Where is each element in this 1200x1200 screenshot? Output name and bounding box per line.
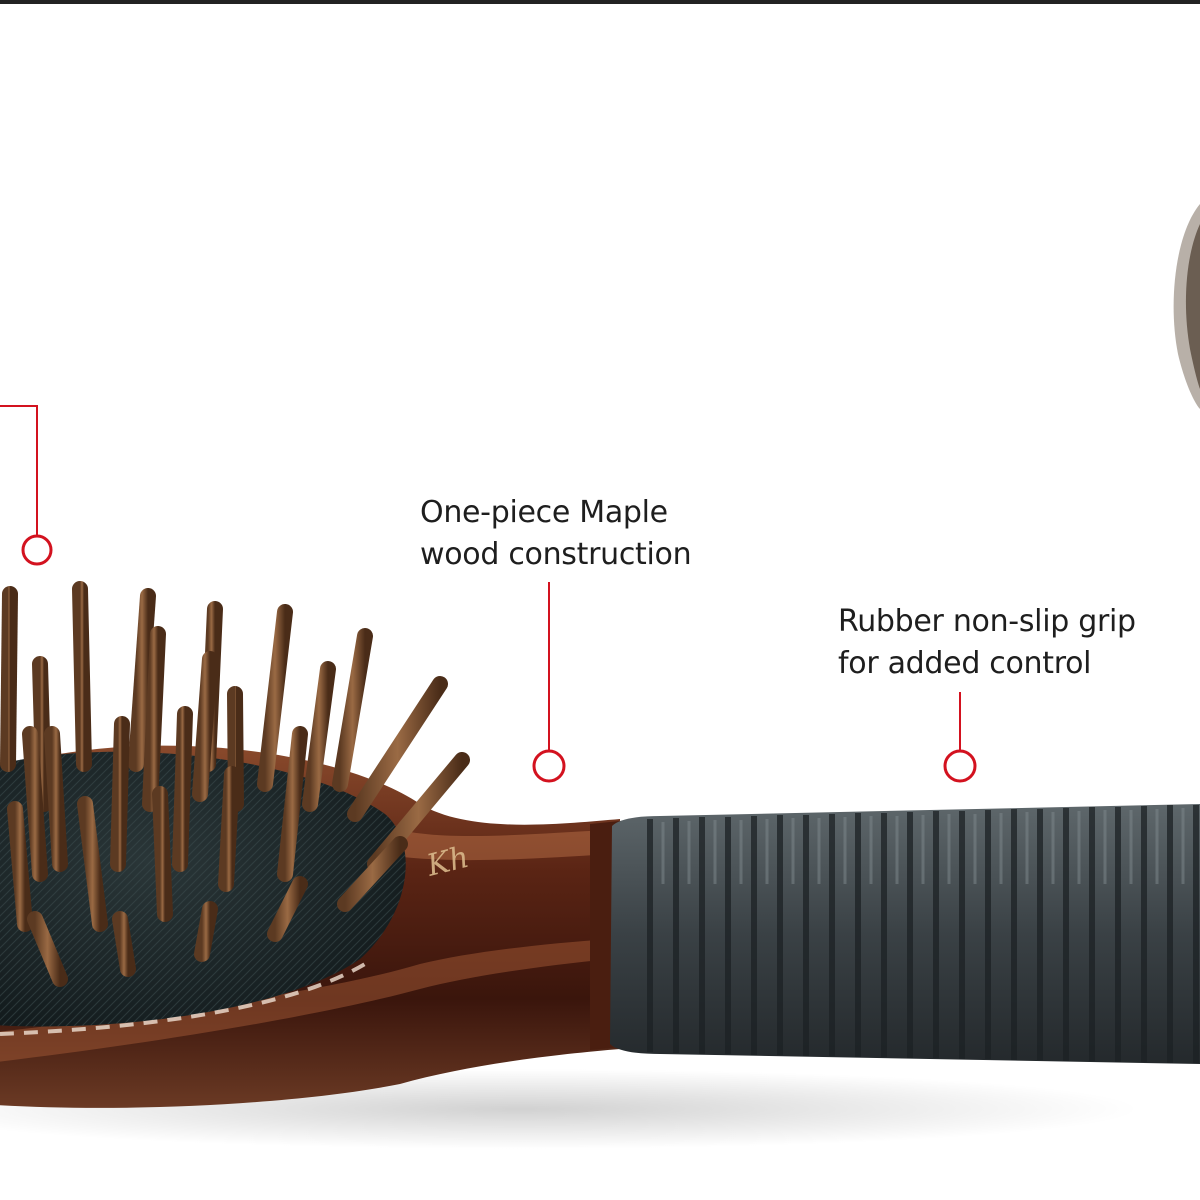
hairbrush-illustration: Kh	[0, 204, 1200, 1149]
rubber-grip	[610, 804, 1200, 1064]
callout-maple-line2: wood construction	[420, 537, 692, 572]
callout-grip-line1: Rubber non-slip grip	[838, 604, 1136, 639]
brush-bristle-pins	[0, 581, 470, 987]
callout-head	[0, 405, 53, 566]
grip-ridges	[647, 805, 1199, 1063]
callout-grip-marker	[943, 692, 977, 783]
callout-maple-text: One-piece Maple wood construction	[420, 492, 692, 576]
callout-grip-line2: for added control	[838, 646, 1092, 681]
callout-maple-marker	[532, 582, 566, 783]
callout-maple-line1: One-piece Maple	[420, 495, 668, 530]
callout-grip-text: Rubber non-slip grip for added control	[838, 601, 1136, 685]
